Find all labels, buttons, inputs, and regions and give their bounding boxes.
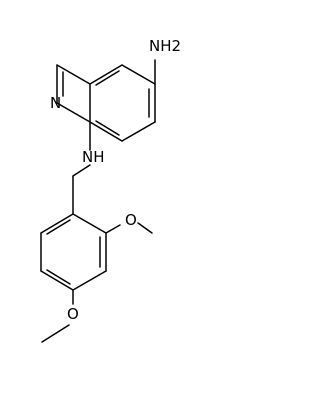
- methoxy-oxygen-top-label: O: [125, 211, 137, 229]
- bond-o-methyl-bottom: [41, 324, 70, 343]
- bond-ring-o-top: [105, 224, 121, 234]
- ring-nitrogen-label: N: [50, 94, 61, 112]
- isoquinoline-pyridine-ring: [56, 64, 91, 123]
- bond-nh-ch2: [72, 164, 91, 177]
- linker-nh-label: NH: [82, 148, 105, 166]
- chemical-structure: NH2 N NH O O: [40, 37, 181, 343]
- isoquinoline-benzene-ring: [89, 64, 156, 142]
- bond-o-methyl-top: [137, 222, 153, 234]
- methoxy-oxygen-bottom-label: O: [67, 305, 79, 323]
- amine-nh2-label: NH2: [149, 37, 181, 55]
- dimethoxyphenyl-ring: [40, 213, 107, 291]
